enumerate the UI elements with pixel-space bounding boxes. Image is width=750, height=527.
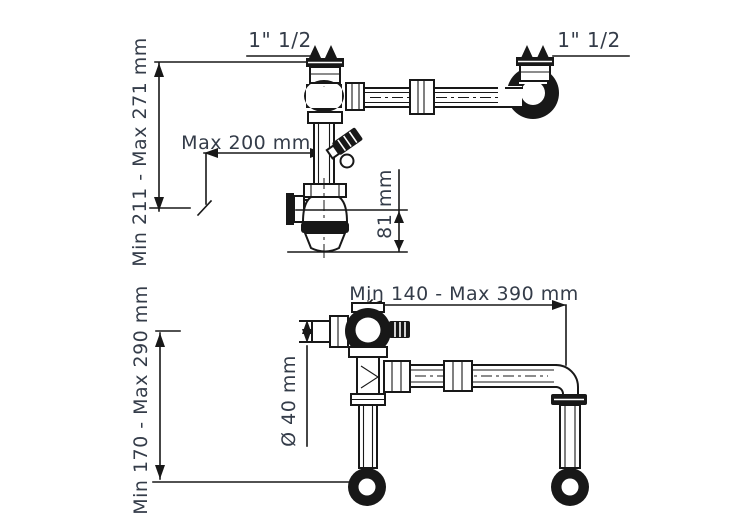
dim-bottom-height-label: Min 170 - Max 290 mm <box>130 285 152 515</box>
plug-thread-ridges <box>337 131 358 152</box>
trap-lower-nut <box>348 346 388 358</box>
right-drop-pipe-walls <box>564 405 576 468</box>
dim-arrow-down-icon <box>155 465 165 479</box>
pipe-coupling-nut <box>409 79 435 115</box>
right-drop-pipe <box>559 404 581 469</box>
appliance-plug <box>325 127 363 160</box>
thread-arrow-icon <box>309 45 321 58</box>
dim-arrow-down-icon <box>394 240 404 251</box>
bottom-right-elbow <box>551 363 589 506</box>
plug-ring <box>339 153 355 169</box>
dim-top-depth-label: Max 200 mm <box>181 132 311 154</box>
thread-arrow-icon <box>537 45 549 58</box>
pipe-coupling-facets <box>452 361 463 391</box>
elbow-outer-curve <box>554 363 579 395</box>
dim-top-height: Min 211 - Max 271 mm <box>129 37 307 267</box>
dim-pipe-diameter: Ø 40 mm <box>278 320 312 447</box>
left-drop-pipe-walls <box>362 405 374 468</box>
bottle-ring-nut <box>301 222 349 233</box>
tee-branch-nut <box>345 82 365 111</box>
pipe-outline <box>363 87 523 108</box>
dim-arrow-right-icon <box>552 300 566 310</box>
bottom-view: Min 140 - Max 390 mm Min 170 - Max 290 m… <box>130 283 589 515</box>
trap-side-plug-ridges <box>394 322 406 337</box>
pipe-coupling-facets <box>417 80 425 114</box>
left-drop-pipe <box>358 404 378 469</box>
label-thread-left: 1" 1/2 <box>246 28 316 57</box>
dim-bottom-height: Min 170 - Max 290 mm <box>130 285 350 515</box>
dim-arrow-down-icon <box>302 329 312 343</box>
label-thread-right: 1" 1/2 <box>552 28 630 57</box>
bottle-top-nut-facets <box>310 184 340 197</box>
bottle-trap <box>286 178 349 258</box>
dim-outlet-height-label: 81 mm <box>374 169 396 239</box>
thread-left-label: 1" 1/2 <box>248 28 311 52</box>
tee-bore <box>314 86 334 106</box>
dim-top-depth: Max 200 mm <box>181 132 325 205</box>
right-floor-flange-bore <box>561 478 579 496</box>
elbow-inner-curve <box>554 385 565 396</box>
thread-arrow-icon <box>325 45 337 58</box>
bottom-trap-body <box>299 302 411 506</box>
dim-arrow-down-icon <box>154 197 164 211</box>
outlet-flange <box>286 193 294 225</box>
elbow-left-opening <box>498 86 522 106</box>
dim-pipe-diameter-label: Ø 40 mm <box>278 355 300 447</box>
thread-right-label: 1" 1/2 <box>557 28 620 52</box>
left-floor-flange-bore <box>358 478 376 496</box>
top-horizontal-pipe <box>363 79 523 115</box>
pipe-coupling-nut <box>443 360 473 392</box>
bottle-dome <box>301 195 349 223</box>
dim-arrow-up-icon <box>394 211 404 223</box>
top-view: Min 211 - Max 271 mm Max 200 mm 1" 1/2 1… <box>129 28 630 267</box>
dim-top-depth-lines <box>203 152 325 205</box>
trap-bore <box>355 317 381 343</box>
dim-top-height-label: Min 211 - Max 271 mm <box>129 37 151 267</box>
pipe-outline <box>409 364 557 388</box>
dim-arrow-up-icon <box>155 333 165 347</box>
bottle-top-nut <box>303 183 347 198</box>
tee-branch-facets <box>351 83 360 110</box>
bottom-horizontal-pipe <box>409 360 557 392</box>
tee-lower-nut <box>307 111 343 124</box>
trap-inlet-pipe <box>299 320 333 343</box>
top-inlet-fitting <box>304 45 365 185</box>
pipe-wall-lines <box>410 369 554 383</box>
bottle-cup <box>303 232 347 253</box>
tee-branch-nut <box>383 360 411 393</box>
dim-top-height-lines <box>149 61 307 217</box>
dim-arrow-left-icon <box>204 148 218 158</box>
tee-branch-nut-facets <box>391 361 402 392</box>
dim-bottom-width-label: Min 140 - Max 390 mm <box>349 283 579 305</box>
elbow-pipe-joint <box>505 87 523 108</box>
top-right-elbow <box>498 45 559 119</box>
dim-outlet-height: 81 mm <box>287 169 408 253</box>
trap-tee-branch-mark <box>360 365 380 389</box>
dim-arrow-up-icon <box>154 63 164 77</box>
pipe-wall-lines <box>364 91 520 104</box>
thread-arrow-icon <box>521 45 533 58</box>
dim-bottom-height-lines <box>152 330 350 483</box>
